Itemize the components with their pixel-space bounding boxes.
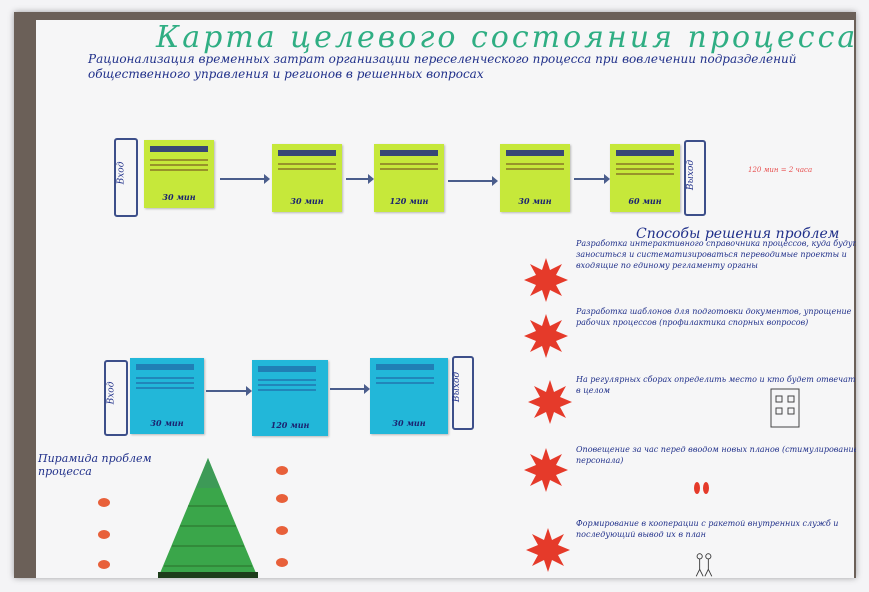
sticky-heading	[150, 146, 208, 152]
top-stage-1: 30 мин	[144, 140, 214, 208]
bottom-flow-end-bracket	[452, 356, 474, 430]
flow-arrow	[330, 384, 370, 394]
flow-arrow	[346, 174, 374, 184]
sticky-heading	[376, 364, 434, 370]
problem-burst-4	[524, 448, 568, 492]
problem-burst-5	[526, 528, 570, 572]
top-stage-5: 60 мин	[610, 144, 680, 212]
pyramid-heading: Пирамида проблем процесса	[38, 452, 152, 478]
sticky-body	[150, 156, 208, 174]
problem-burst-2	[524, 314, 568, 358]
bottom-stage-3: 30 мин	[370, 358, 448, 434]
problem-dot	[276, 558, 288, 567]
top-flow-start-label: Вход	[116, 161, 127, 185]
solution-5: Формирование в кооперации с ракетой внут…	[576, 519, 839, 539]
top-flow-end-label: Выход	[686, 159, 697, 191]
sticky-heading	[258, 366, 316, 372]
solution-2: Разработка шаблонов для подготовки докум…	[576, 307, 852, 327]
sticky-heading	[278, 150, 336, 156]
sticky-heading	[380, 150, 438, 156]
flow-arrow	[574, 174, 610, 184]
stage-time: 30 мин	[290, 196, 324, 206]
top-flow-start-bracket	[114, 138, 138, 217]
top-flow-end-bracket	[684, 140, 706, 216]
solution-1: Разработка интерактивного справочника пр…	[576, 239, 856, 270]
stage-time: 30 мин	[150, 418, 184, 428]
problem-dot	[98, 530, 110, 539]
sticky-heading	[506, 150, 564, 156]
bottom-flow-start-label: Вход	[106, 381, 117, 405]
problem-pyramid	[158, 458, 258, 578]
sticky-body	[506, 160, 564, 173]
solution-4: Оповещение за час перед вводом новых пла…	[576, 445, 856, 465]
poster-photo: Карта целевого состояния процесса Рацион…	[14, 12, 856, 578]
stage-time: 120 мин	[389, 196, 429, 206]
stage-time: 30 мин	[162, 192, 196, 202]
problem-dot	[276, 494, 288, 503]
sticky-body	[278, 160, 336, 173]
sticky-body	[258, 376, 316, 394]
poster-sheet: Карта целевого состояния процесса Рацион…	[36, 20, 856, 578]
sticky-heading	[136, 364, 194, 370]
flow-arrow	[220, 174, 270, 184]
top-flow-total-note: 120 мин = 2 часа	[748, 166, 813, 174]
bottom-stage-2: 120 мин	[252, 360, 328, 436]
footprints-icon	[694, 482, 709, 494]
poster-subtitle: Рационализация временных затрат организа…	[88, 52, 797, 81]
problem-dot	[276, 466, 288, 475]
stage-time: 30 мин	[518, 196, 552, 206]
problem-burst-1	[524, 258, 568, 302]
solutions-heading: Способы решения проблем	[636, 226, 840, 242]
problem-dot	[276, 526, 288, 535]
stage-time: 120 мин	[270, 420, 310, 430]
stage-time: 60 мин	[628, 196, 662, 206]
flow-arrow	[448, 176, 498, 186]
bottom-stage-1: 30 мин	[130, 358, 204, 434]
solution-3: На регулярных сборах определить место и …	[576, 375, 856, 395]
bottom-flow-end-label: Выход	[452, 371, 463, 403]
sticky-body	[376, 374, 434, 387]
problem-burst-3	[528, 380, 572, 424]
poster-title: Карта целевого состояния процесса	[156, 20, 856, 55]
sticky-heading	[616, 150, 674, 156]
sticky-body	[136, 374, 194, 392]
sticky-body	[380, 160, 438, 173]
people-sketch-icon	[695, 553, 713, 577]
bottom-flow-start-bracket	[104, 360, 128, 436]
top-stage-4: 30 мин	[500, 144, 570, 212]
top-stage-3: 120 мин	[374, 144, 444, 212]
sticky-body	[616, 160, 674, 178]
stage-time: 30 мин	[392, 418, 426, 428]
problem-dot	[98, 560, 110, 569]
flow-arrow	[206, 386, 252, 396]
top-stage-2: 30 мин	[272, 144, 342, 212]
office-building-icon	[770, 388, 800, 428]
problem-dot	[98, 498, 110, 507]
